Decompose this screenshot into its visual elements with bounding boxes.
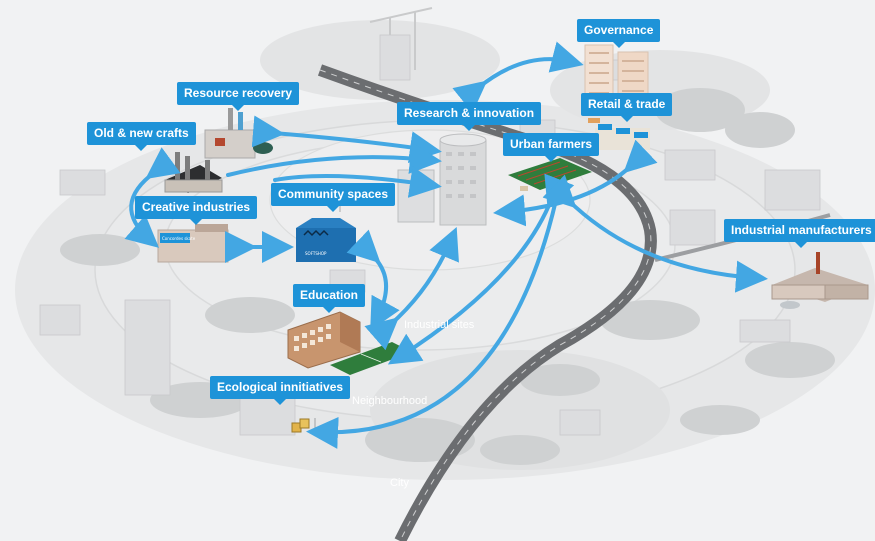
tree-clusters — [60, 88, 835, 465]
education-building — [287, 311, 361, 369]
creative-building-sign: Concordes skate — [162, 236, 196, 241]
industrial-manufacturer-plant — [771, 252, 869, 309]
arrow-crafts-creative — [124, 147, 181, 248]
zone-neighbourhood: Neighbourhood — [352, 395, 428, 407]
arrow-farmers-ecological — [306, 198, 558, 449]
community-building-sign: SOFTSHOP — [305, 251, 327, 256]
road-marking — [319, 69, 652, 541]
label-community-spaces[interactable]: Community spaces — [271, 183, 396, 212]
label-education[interactable]: Education — [293, 284, 366, 313]
arrow-crafts-research — [226, 142, 442, 177]
label-governance[interactable]: Governance — [577, 19, 661, 48]
arrow-governance-research — [452, 41, 584, 114]
label-research-innovation[interactable]: Research & innovation — [397, 102, 542, 131]
label-urban-farmers[interactable]: Urban farmers — [503, 133, 600, 162]
creative-industries-building: Concordes skate — [157, 224, 229, 263]
label-ecological-initiatives[interactable]: Ecological innitiatives — [210, 376, 351, 405]
arrow-farmers-industrial — [542, 174, 768, 293]
label-retail-trade[interactable]: Retail & trade — [581, 93, 673, 122]
label-industrial-manufacturers[interactable]: Industrial manufacturers — [724, 219, 875, 248]
label-old-new-crafts[interactable]: Old & new crafts — [87, 122, 196, 151]
flow-arrows — [124, 41, 768, 449]
zone-city: City — [390, 477, 409, 489]
label-creative-industries[interactable]: Creative industries — [135, 196, 258, 225]
community-space-building: SOFTSHOP — [296, 200, 356, 262]
zone-industrial-sites: Industrial sites — [404, 319, 475, 331]
label-resource-recovery[interactable]: Resource recovery — [177, 82, 300, 111]
